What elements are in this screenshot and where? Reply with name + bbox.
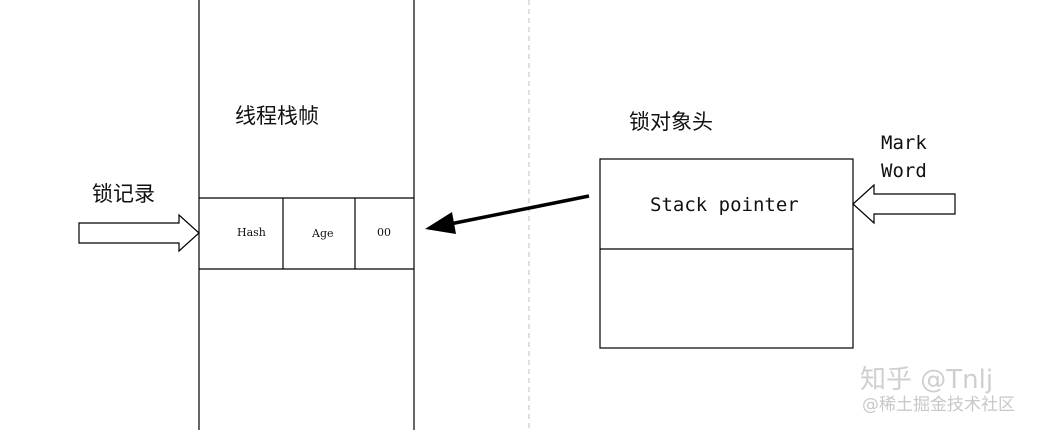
lock-record-row: Hash Age 00	[199, 197, 414, 270]
stack-pointer-text: Stack pointer	[650, 194, 799, 216]
lock-object-title: 锁对象头	[629, 110, 713, 134]
age-cell: Age	[311, 227, 334, 240]
lock-record-label: 锁记录	[92, 182, 155, 206]
lock-object-header: 锁对象头 Stack pointer	[599, 110, 854, 349]
flag-cell: 00	[377, 226, 391, 239]
watermark-juejin: @稀土掘金技术社区	[862, 395, 1015, 415]
mark-word-arrow-icon	[852, 183, 956, 225]
mark-word-label-line2: Word	[881, 160, 927, 182]
thread-stack-frame: 线程栈帧 Hash Age 00	[198, 0, 415, 430]
watermark-zhihu: 知乎 @Tnlj	[860, 365, 993, 395]
pointer-arrow-icon	[425, 194, 590, 234]
hash-cell: Hash	[237, 226, 266, 239]
lock-record-arrow-icon	[78, 213, 200, 253]
stack-frame-title: 线程栈帧	[235, 104, 319, 128]
mark-word-label-line1: Mark	[881, 132, 927, 154]
object-header-box	[599, 158, 854, 349]
